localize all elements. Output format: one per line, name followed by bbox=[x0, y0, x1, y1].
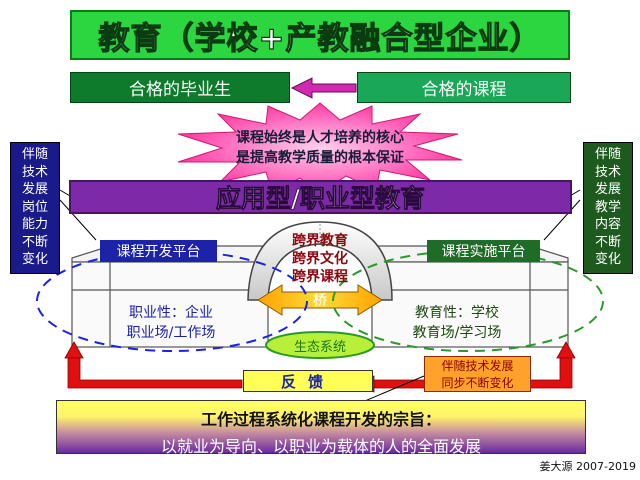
ecosystem-oval bbox=[265, 331, 375, 359]
cross-label: 跨界课程 bbox=[292, 269, 348, 285]
feedback-box: 反馈 bbox=[243, 370, 373, 392]
purpose-box: 工作过程系统化课程开发的宗旨： 以就业为导向、以职业为载体的人的全面发展 bbox=[56, 400, 586, 456]
occupation-oval bbox=[36, 250, 308, 352]
purpose-subtitle: 以就业为导向、以职业为载体的人的全面发展 bbox=[160, 437, 481, 456]
cross-label: 跨界教育 bbox=[292, 233, 348, 249]
education-line: 教育场/学习场 bbox=[412, 325, 502, 341]
right-note-line: 发展 bbox=[594, 182, 621, 197]
applied-education-banner: 应用型/职业型教育 bbox=[69, 180, 572, 214]
core-statement: 课程始终是人才培养的核心 是提高教学质量的根本保证 bbox=[170, 128, 470, 168]
left-note-line: 变化 bbox=[21, 252, 48, 267]
cross-label: 跨界文化 bbox=[292, 251, 348, 267]
occupation-zone: 职业性：企业 职业场/工作场 bbox=[96, 303, 246, 343]
core-line-1: 课程始终是人才培养的核心 bbox=[236, 130, 404, 146]
course-development-platform: 课程开发平台 bbox=[100, 240, 217, 262]
bridge-double-arrow bbox=[257, 284, 383, 316]
core-line-2: 是提高教学质量的根本保证 bbox=[236, 150, 404, 166]
left-note-line: 能力 bbox=[21, 217, 48, 232]
left-note-line: 不断 bbox=[21, 234, 48, 250]
education-line: 教育性：学校 bbox=[415, 305, 499, 321]
qualified-course-box: 合格的课程 bbox=[357, 72, 571, 103]
author-credit: 姜大源 2007-2019 bbox=[539, 460, 636, 473]
course-to-graduate-arrow bbox=[290, 77, 357, 99]
course-implementation-platform: 课程实施平台 bbox=[427, 240, 540, 262]
left-side-note: 伴随 技术 发展 岗位 能力 不断 变化 bbox=[10, 142, 60, 274]
left-note-line: 发展 bbox=[21, 182, 48, 197]
right-side-note: 伴随 技术 发展 教学 内容 不断 变化 bbox=[583, 142, 633, 274]
cross-boundary-arch bbox=[247, 221, 393, 301]
left-note-line: 伴随 bbox=[21, 147, 48, 162]
left-note-line: 岗位 bbox=[21, 199, 48, 215]
bridge-label: 桥 bbox=[313, 293, 327, 309]
occupation-line: 职业场/工作场 bbox=[126, 325, 216, 341]
sync-change-box: 伴随技术发展 同步不断变化 bbox=[424, 356, 531, 392]
right-note-line: 伴随 bbox=[594, 147, 621, 162]
right-note-line: 内容 bbox=[594, 217, 621, 232]
right-note-line: 不断 bbox=[594, 234, 621, 250]
sync-line: 同步不断变化 bbox=[441, 376, 514, 390]
purpose-title: 工作过程系统化课程开发的宗旨： bbox=[200, 410, 441, 429]
education-zone: 教育性：学校 教育场/学习场 bbox=[382, 303, 532, 343]
right-note-line: 教学 bbox=[594, 199, 621, 215]
qualified-graduate-box: 合格的毕业生 bbox=[70, 72, 290, 103]
education-oval bbox=[332, 250, 604, 352]
occupation-line: 职业性：企业 bbox=[129, 305, 213, 321]
cross-boundary-labels: 跨界教育 跨界文化 跨界课程 bbox=[255, 232, 385, 286]
ecosystem-label: 生态系统 bbox=[293, 340, 346, 355]
right-note-line: 技术 bbox=[594, 164, 621, 180]
sync-line: 伴随技术发展 bbox=[441, 359, 514, 373]
left-note-line: 技术 bbox=[21, 164, 48, 180]
right-note-line: 变化 bbox=[594, 252, 621, 267]
title-banner: 教育（学校+产教融合型企业） bbox=[70, 10, 570, 60]
